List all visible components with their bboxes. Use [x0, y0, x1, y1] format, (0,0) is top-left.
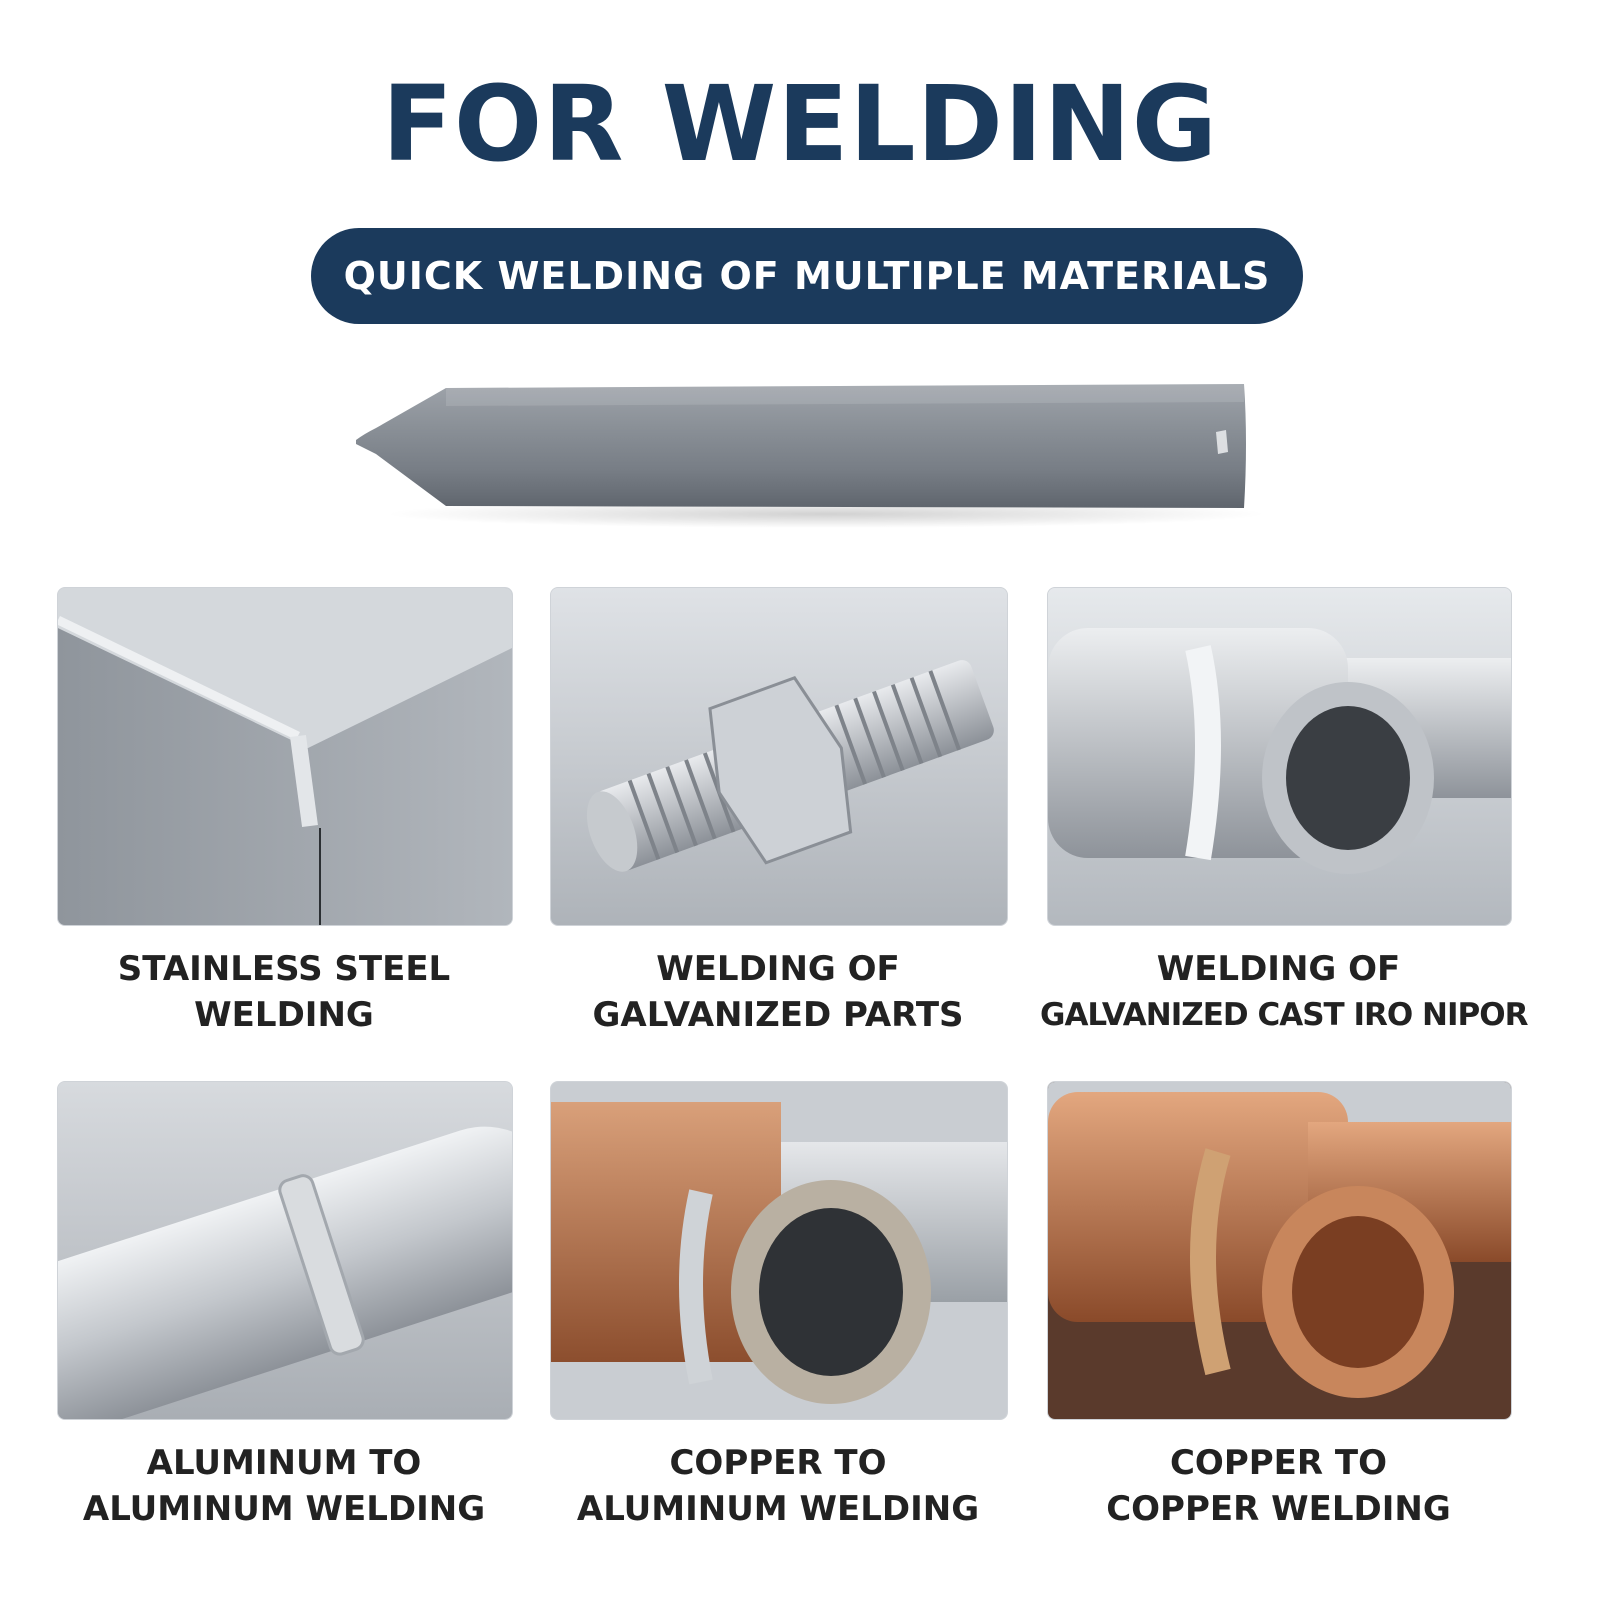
caption-line1: STAINLESS STEEL [117, 949, 451, 989]
page-title: FOR WELDING [381, 63, 1219, 185]
caption-copper-aluminum: COPPER TO ALUMINUM WELDING [550, 1440, 1006, 1532]
caption-line2: WELDING [194, 995, 374, 1035]
caption-line2: GALVANIZED PARTS [592, 995, 964, 1035]
caption-aluminum: ALUMINUM TO ALUMINUM WELDING [57, 1440, 511, 1532]
caption-line2: GALVANIZED CAST IRO NIPOR [1040, 997, 1528, 1033]
caption-copper-copper: COPPER TO COPPER WELDING [1047, 1440, 1510, 1532]
caption-line2: ALUMINUM WELDING [576, 1489, 980, 1529]
caption-line2: ALUMINUM WELDING [82, 1489, 486, 1529]
photo-stainless-steel [57, 587, 513, 926]
caption-galvanized-cast-iron: WELDING OF GALVANIZED CAST IRO NIPOR [1040, 946, 1528, 1038]
photo-galvanized-pipe [1047, 587, 1512, 926]
caption-line1: COPPER TO [669, 1443, 887, 1483]
caption-line1: WELDING OF [1156, 949, 1401, 989]
photo-galvanized-bolt [550, 587, 1008, 926]
caption-line1: ALUMINUM TO [146, 1443, 422, 1483]
photo-copper-aluminum [550, 1081, 1008, 1420]
photo-copper-copper [1047, 1081, 1512, 1420]
subtitle-banner: QUICK WELDING OF MULTIPLE MATERIALS [311, 228, 1303, 324]
caption-galvanized-parts: WELDING OF GALVANIZED PARTS [550, 946, 1006, 1038]
caption-line1: COPPER TO [1169, 1443, 1388, 1483]
caption-line1: WELDING OF [656, 949, 900, 989]
subtitle-text: QUICK WELDING OF MULTIPLE MATERIALS [343, 254, 1271, 298]
caption-stainless-steel: STAINLESS STEEL WELDING [57, 946, 511, 1038]
photo-aluminum-pipe [57, 1081, 513, 1420]
welding-rod-image [356, 384, 1266, 528]
caption-line2: COPPER WELDING [1106, 1489, 1451, 1529]
